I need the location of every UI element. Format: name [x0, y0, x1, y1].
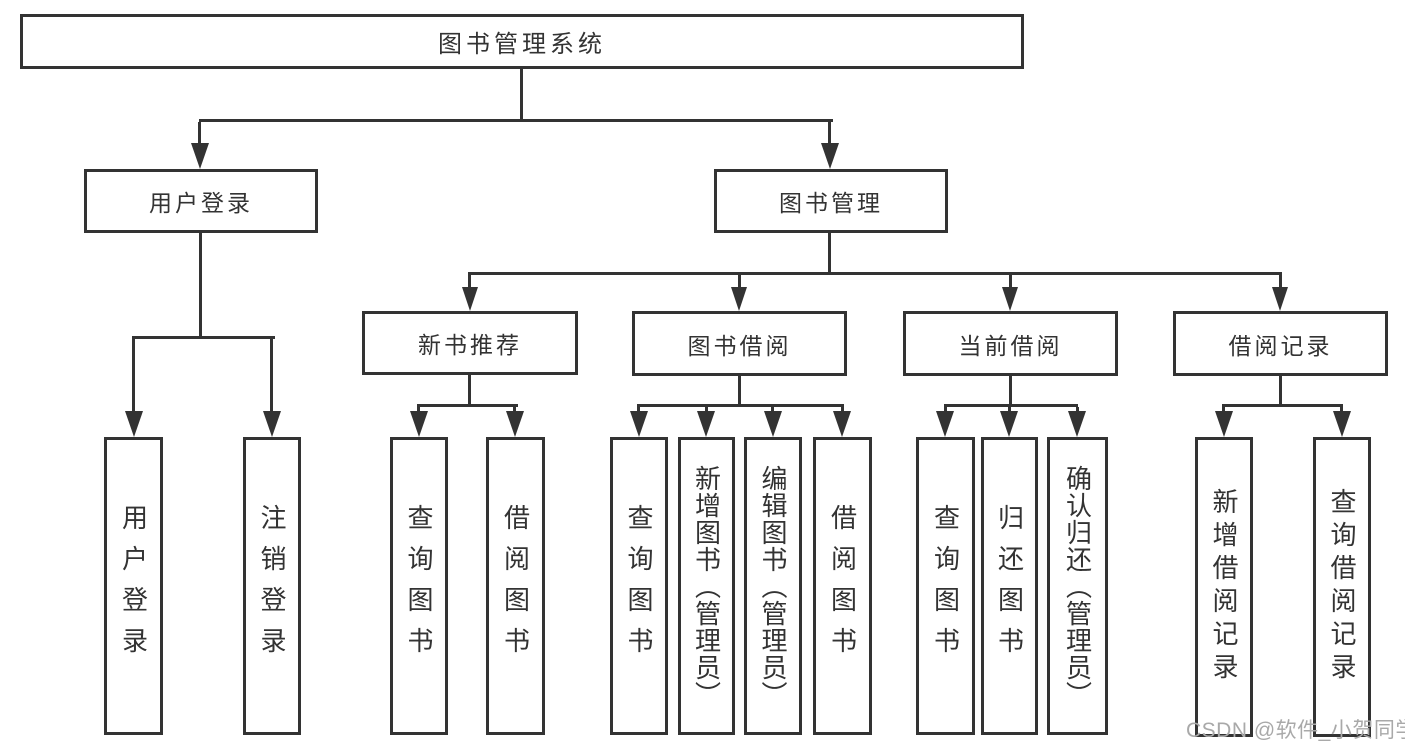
arrowhead-add-book-admin [697, 411, 715, 437]
arrowhead-newbook [462, 287, 478, 311]
arrowhead-leaf-login [125, 411, 143, 437]
leaf-user-login: 用户登录 [104, 437, 163, 735]
arrowhead-confirm-return [1068, 411, 1086, 437]
node-book-borrowing: 图书借阅 [632, 311, 847, 376]
arrowhead-borrow-book-borrowing [833, 411, 851, 437]
connector-records-vline [1279, 376, 1282, 407]
connector-shaft [1008, 407, 1011, 414]
node-new-book-recommendation: 新书推荐 [362, 311, 578, 375]
leaf-query-book-current: 查询图书 [916, 437, 975, 735]
leaf-return-book: 归还图书 [981, 437, 1038, 735]
connector-newbook-shaft [468, 275, 471, 289]
arrowhead-records [1272, 287, 1288, 311]
node-current-borrowing: 当前借阅 [903, 311, 1118, 376]
arrowhead-user-login [191, 143, 209, 169]
arrowhead-return-book [1000, 411, 1018, 437]
connector-newbook-vline [468, 375, 471, 407]
arrowhead-book-mgmt [821, 143, 839, 169]
leaf-borrow-book-recommend: 借阅图书 [486, 437, 545, 735]
connector-shaft [944, 407, 947, 414]
connector-shaft [1076, 407, 1079, 414]
connector-shaft [771, 407, 774, 414]
leaf-confirm-return-admin: 确认归还（管理员） [1047, 437, 1108, 735]
arrowhead-query-book-current [936, 411, 954, 437]
connector-user-login-vline [199, 233, 202, 339]
connector-current-shaft [1009, 275, 1012, 289]
arrowhead-borrow-book-recommend [506, 411, 524, 437]
connector-shaft [513, 407, 516, 414]
arrowhead-query-book-recommend [410, 411, 428, 437]
arrowhead-query-book-borrowing [630, 411, 648, 437]
leaf-logout: 注销登录 [243, 437, 301, 735]
connector-book-mgmt-shaft [828, 122, 831, 145]
connector-current-vline [1009, 376, 1012, 407]
connector-shaft [1340, 407, 1343, 414]
connector-current-hline [944, 404, 1078, 407]
connector-user-login-hline [132, 336, 275, 339]
node-root-library-system: 图书管理系统 [20, 14, 1024, 69]
node-book-management: 图书管理 [714, 169, 948, 233]
connector-leaf-logout-shaft [270, 339, 273, 414]
connector-borrowing-shaft [738, 275, 741, 289]
node-user-login: 用户登录 [84, 169, 318, 233]
connector-root-vline [520, 69, 523, 122]
connector-shaft [705, 407, 708, 414]
connector-user-login-shaft [198, 122, 201, 145]
csdn-watermark: CSDN @软件_小贺同学 [1186, 719, 1405, 742]
connector-level2-hline [468, 272, 1282, 275]
connector-book-mgmt-vline [828, 233, 831, 275]
connector-records-shaft [1279, 275, 1282, 289]
leaf-edit-book-admin: 编辑图书（管理员） [744, 437, 802, 735]
arrowhead-add-borrow-record [1215, 411, 1233, 437]
connector-leaf-login-shaft [132, 339, 135, 414]
arrowhead-leaf-logout [263, 411, 281, 437]
connector-shaft [637, 407, 640, 414]
leaf-query-book-recommend: 查询图书 [390, 437, 448, 735]
connector-records-hline [1222, 404, 1343, 407]
connector-shaft [417, 407, 420, 414]
arrowhead-borrowing [731, 287, 747, 311]
leaf-query-book-borrowing: 查询图书 [610, 437, 668, 735]
connector-shaft [841, 407, 844, 414]
arrowhead-current [1002, 287, 1018, 311]
connector-shaft [1222, 407, 1225, 414]
arrowhead-edit-book-admin [764, 411, 782, 437]
node-borrowing-records: 借阅记录 [1173, 311, 1388, 376]
leaf-query-borrow-record: 查询借阅记录 [1313, 437, 1371, 737]
leaf-borrow-book-borrowing: 借阅图书 [813, 437, 872, 735]
leaf-add-borrow-record: 新增借阅记录 [1195, 437, 1253, 737]
connector-borrowing-hline [637, 404, 844, 407]
leaf-add-book-admin: 新增图书（管理员） [678, 437, 735, 735]
connector-newbook-hline [417, 404, 518, 407]
connector-level1-hline [199, 119, 833, 122]
connector-borrowing-vline [738, 375, 741, 407]
arrowhead-query-borrow-record [1333, 411, 1351, 437]
